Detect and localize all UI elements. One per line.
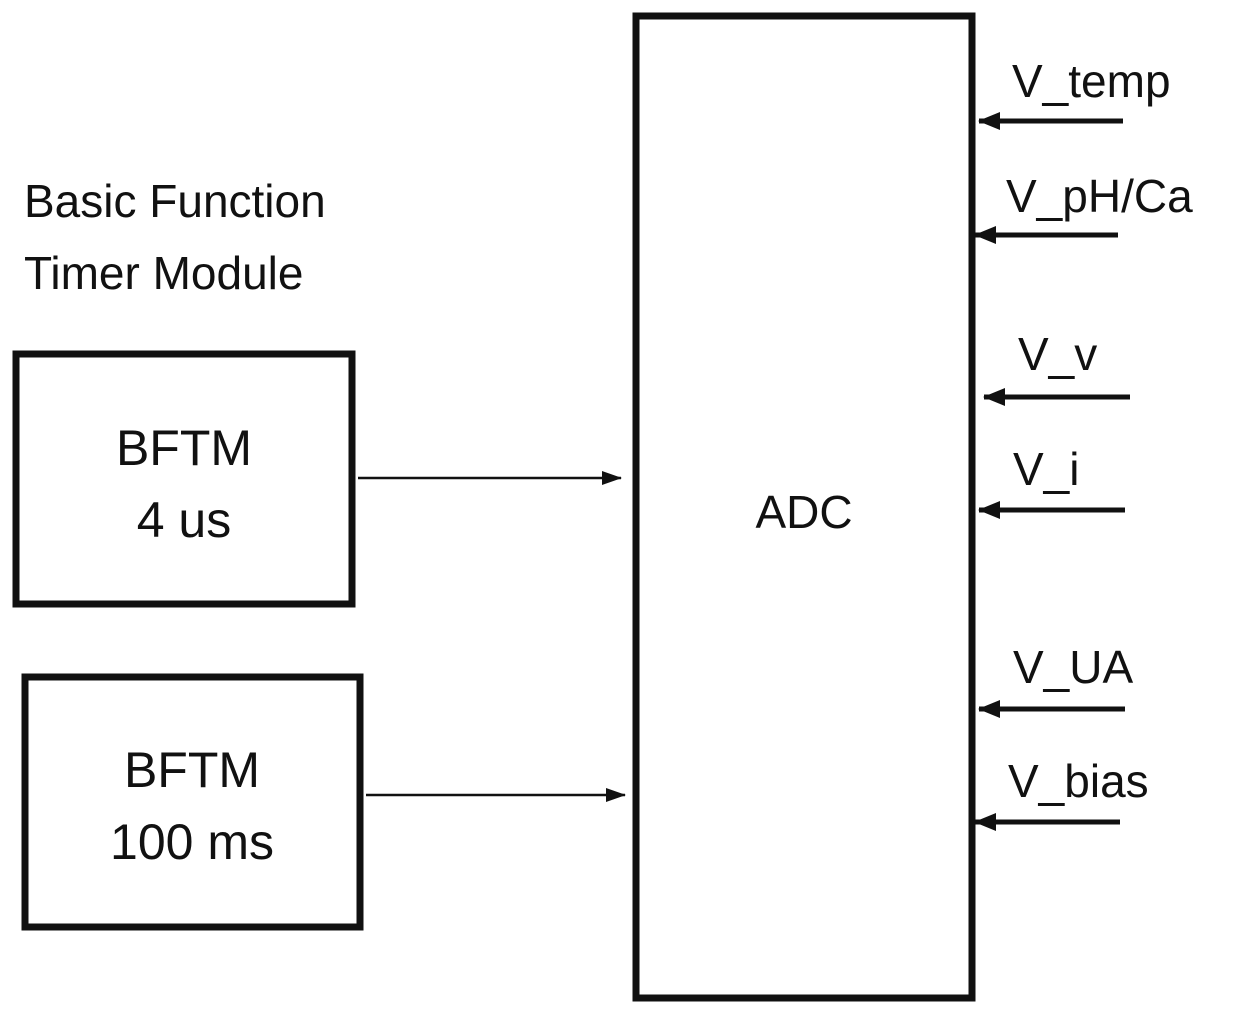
signal-v-v: V_v [983, 328, 1130, 406]
timer-box [12, 350, 356, 608]
signal-label: V_UA [1013, 641, 1133, 693]
timer-period: 100 ms [110, 814, 274, 870]
signal-v-ua: V_UA [978, 641, 1133, 718]
timer-name: BFTM [116, 420, 252, 476]
adc-label: ADC [755, 486, 852, 538]
signal-label: V_temp [1012, 55, 1171, 107]
adc-box [632, 12, 976, 1002]
timer-box [21, 673, 364, 931]
signal-v-ph-ca: V_pH/Ca [974, 170, 1193, 244]
module-title-line1: Basic Function [24, 175, 326, 227]
module-title-line2: Timer Module [24, 247, 303, 299]
timer-period: 4 us [137, 492, 232, 548]
timer-name: BFTM [124, 742, 260, 798]
timer-block-4us: BFTM 4 us [12, 350, 356, 608]
signal-label: V_pH/Ca [1006, 170, 1193, 222]
adc-block: ADC [632, 12, 976, 1002]
signal-v-bias: V_bias [974, 755, 1149, 831]
signal-v-temp: V_temp [978, 55, 1171, 130]
timer-block-100ms: BFTM 100 ms [21, 673, 364, 931]
signal-label: V_v [1018, 328, 1097, 380]
signal-v-i: V_i [978, 443, 1125, 519]
signal-label: V_i [1013, 443, 1079, 495]
signal-label: V_bias [1008, 755, 1149, 807]
